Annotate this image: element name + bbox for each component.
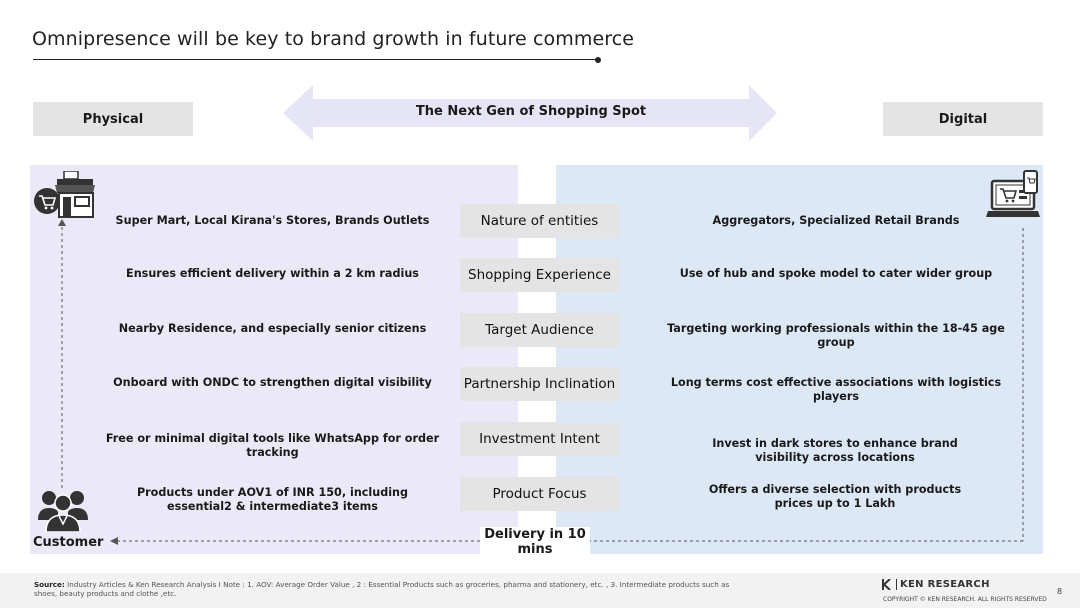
physical-cell-audience: Nearby Residence, and especially senior … [118,322,427,335]
physical-cell-entities: Super Mart, Local Kirana's Stores, Brand… [115,214,430,227]
customer-label: Customer [33,535,104,550]
title-underline-dot [595,56,601,63]
attribute-nature-of-entities: Nature of entities [460,204,619,238]
attribute-shopping-experience: Shopping Experience [460,258,619,292]
source-text: Industry Articles & Ken Research Analysi… [34,580,730,598]
source-note: Source: Industry Articles & Ken Research… [34,580,734,598]
physical-cell-investment: Free or minimal digital tools like Whats… [105,432,440,459]
store-icon [34,171,95,218]
title-underline [33,59,596,60]
physical-cell-product-focus: Products under AOV1 of INR 150, includin… [136,486,409,513]
footer-bar [0,573,1080,608]
delivery-time-label: Delivery in 10 mins [480,527,590,557]
digital-cell-audience: Targeting working professionals within t… [667,322,1005,349]
computer-shopping-icon [986,170,1040,217]
next-gen-label: The Next Gen of Shopping Spot [415,104,647,119]
attribute-product-focus: Product Focus [460,477,619,511]
physical-label: Physical [33,102,193,136]
physical-panel [30,165,518,554]
attribute-target-audience: Target Audience [460,313,619,347]
digital-panel [556,165,1043,554]
physical-cell-experience: Ensures efficient delivery within a 2 km… [126,267,419,280]
digital-cell-partnership: Long terms cost effective associations w… [670,376,1002,403]
digital-label: Digital [883,102,1043,136]
logo-text: KEN RESEARCH [896,579,990,590]
source-label: Source: [34,580,65,589]
ken-research-logo: KEN RESEARCH [882,579,990,590]
ken-logo-icon [882,579,891,590]
people-icon [38,491,88,532]
digital-cell-experience: Use of hub and spoke model to cater wide… [679,267,993,280]
attribute-investment-intent: Investment Intent [460,422,619,456]
digital-cell-investment: Invest in dark stores to enhance brand v… [712,437,958,464]
digital-cell-product-focus: Offers a diverse selection with products… [708,483,962,510]
copyright-text: COPYRIGHT © KEN RESEARCH. ALL RIGHTS RES… [883,596,1047,603]
page-number: 8 [1057,587,1063,596]
digital-cell-entities: Aggregators, Specialized Retail Brands [712,214,960,227]
double-arrow-icon [283,85,777,141]
attribute-partnership-inclination: Partnership Inclination [460,367,619,401]
page-title: Omnipresence will be key to brand growth… [32,28,635,50]
physical-cell-partnership: Onboard with ONDC to strengthen digital … [113,376,432,389]
